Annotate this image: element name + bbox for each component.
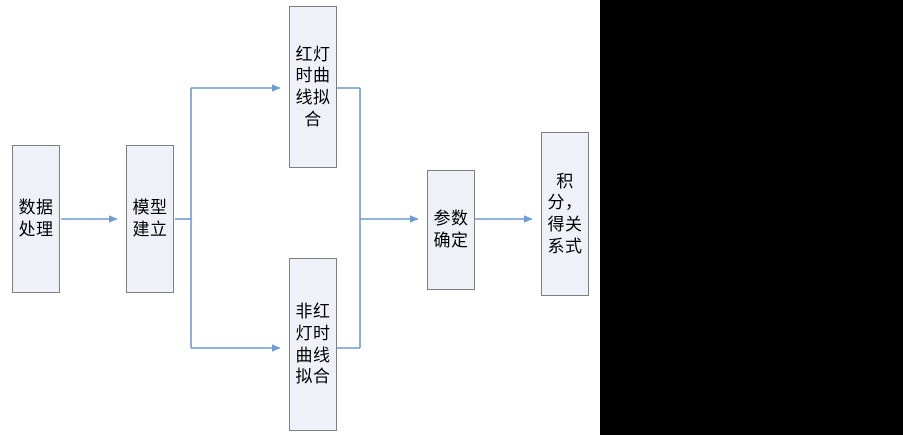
node-label: 非红灯时曲线拟合 [295,302,331,387]
node-label: 积分，得关系式 [547,171,583,256]
node-label: 模型建立 [132,198,168,239]
node-label: 数据处理 [18,198,54,239]
node-label: 参数确定 [433,209,469,250]
node-parameter-determination[interactable]: 参数确定 [427,170,475,290]
node-red-light-curve-fit[interactable]: 红灯时曲线拟合 [289,6,337,168]
node-integrate-relation[interactable]: 积分，得关系式 [541,132,589,296]
node-label: 红灯时曲线拟合 [295,44,331,129]
node-non-red-light-curve-fit[interactable]: 非红灯时曲线拟合 [289,258,337,431]
node-model-building[interactable]: 模型建立 [126,145,174,293]
node-data-processing[interactable]: 数据处理 [12,145,60,293]
